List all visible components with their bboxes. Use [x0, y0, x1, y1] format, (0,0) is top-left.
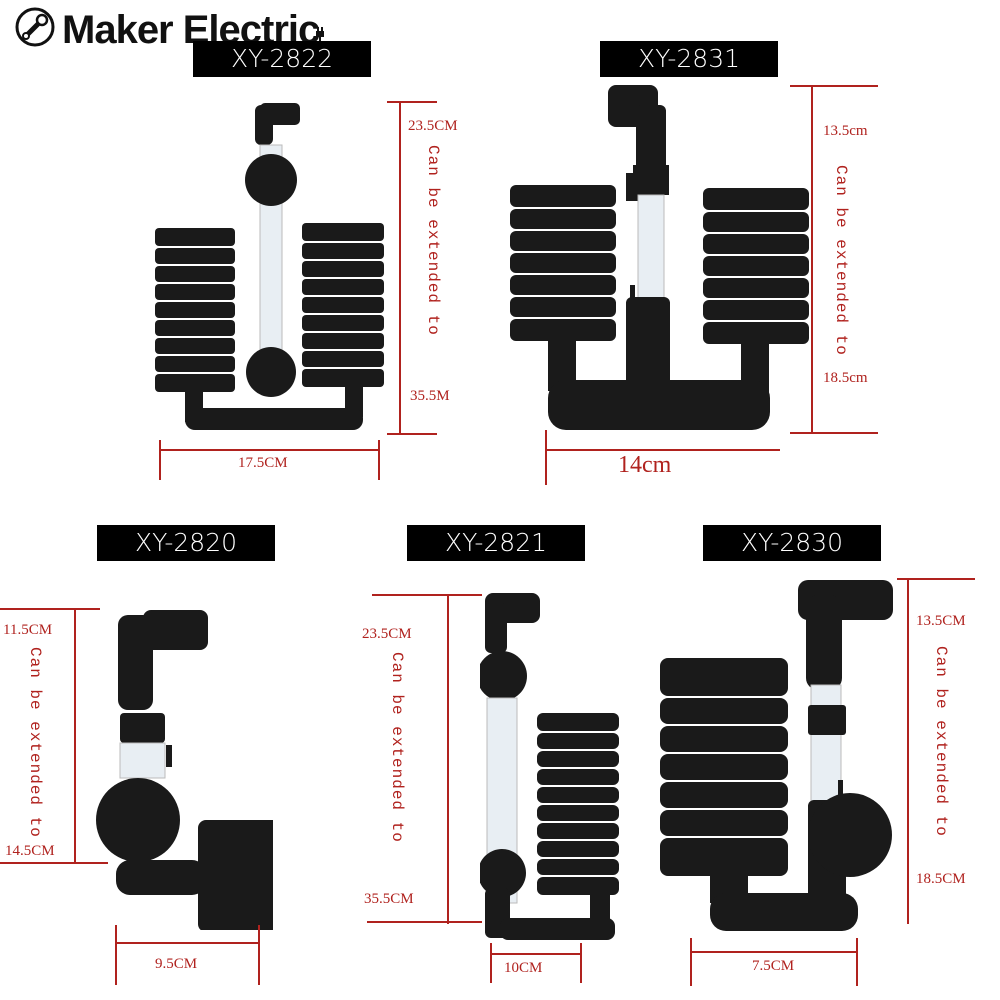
- dimension-line: [387, 433, 437, 435]
- model-label-xy2830: XY-2830: [703, 525, 881, 561]
- extend-note-xy2830: Can be extended to: [932, 646, 950, 837]
- dimension-line: [811, 85, 813, 433]
- extend-note-xy2820: Can be extended to: [26, 647, 44, 838]
- dimension-line: [159, 440, 161, 480]
- dimension-line: [790, 432, 878, 434]
- model-label-xy2820: XY-2820: [97, 525, 275, 561]
- product-image-xy2821: [480, 588, 620, 948]
- width-xy2820: 9.5CM: [155, 956, 198, 972]
- width-xy2822: 17.5CM: [238, 455, 288, 471]
- dimension-line: [690, 938, 692, 986]
- dimension-line: [580, 943, 582, 983]
- width-xy2831: 14cm: [618, 452, 672, 478]
- dimension-line: [545, 430, 547, 485]
- extend-note-xy2831: Can be extended to: [832, 165, 850, 356]
- dimension-line: [74, 608, 76, 863]
- plug-icon: [315, 27, 325, 46]
- dimension-line: [0, 608, 100, 610]
- dimension-line: [0, 862, 108, 864]
- dimension-line: [115, 942, 259, 944]
- dimension-line: [690, 951, 858, 953]
- product-image-xy2830: [658, 575, 903, 935]
- dimension-line: [545, 449, 780, 451]
- dimension-line: [490, 953, 580, 955]
- extend-note-xy2822: Can be extended to: [424, 145, 442, 336]
- dimension-line: [447, 594, 449, 924]
- model-label-xy2831: XY-2831: [600, 41, 778, 77]
- dimension-line: [378, 440, 380, 480]
- dimension-line: [790, 85, 878, 87]
- dimension-line: [115, 925, 117, 985]
- dimension-line: [372, 594, 482, 596]
- height-min-xy2820: 11.5CM: [3, 622, 53, 638]
- wrench-icon: [14, 6, 56, 53]
- height-min-xy2831: 13.5cm: [823, 123, 868, 139]
- dimension-line: [159, 449, 379, 451]
- height-max-xy2821: 35.5CM: [364, 891, 414, 907]
- dimension-line: [367, 921, 482, 923]
- dimension-line: [856, 938, 858, 986]
- height-max-xy2820: 14.5CM: [5, 843, 55, 859]
- height-max-xy2822: 35.5M: [410, 388, 450, 404]
- dimension-line: [490, 943, 492, 983]
- width-xy2821: 10CM: [504, 960, 543, 976]
- model-label-xy2822: XY-2822: [193, 41, 371, 77]
- dimension-line: [897, 578, 975, 580]
- width-xy2830: 7.5CM: [752, 958, 795, 974]
- model-label-xy2821: XY-2821: [407, 525, 585, 561]
- product-image-xy2831: [508, 85, 813, 435]
- dimension-line: [258, 925, 260, 985]
- height-max-xy2831: 18.5cm: [823, 370, 868, 386]
- height-min-xy2830: 13.5CM: [916, 613, 966, 629]
- extend-note-xy2821: Can be extended to: [388, 652, 406, 843]
- dimension-line: [387, 101, 437, 103]
- product-image-xy2822: [150, 95, 390, 440]
- dimension-line: [907, 578, 909, 924]
- height-max-xy2830: 18.5CM: [916, 871, 966, 887]
- height-min-xy2821: 23.5CM: [362, 626, 412, 642]
- dimension-line: [399, 101, 401, 435]
- product-image-xy2820: [88, 605, 273, 930]
- height-min-xy2822: 23.5CM: [408, 118, 458, 134]
